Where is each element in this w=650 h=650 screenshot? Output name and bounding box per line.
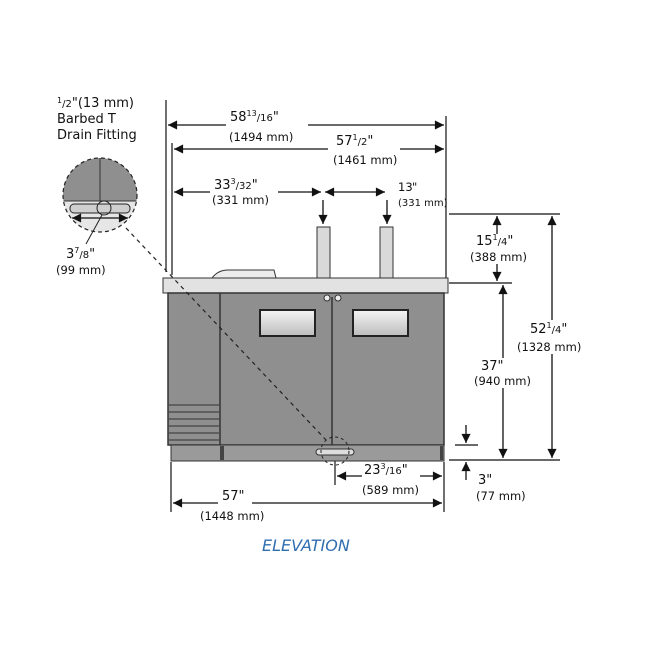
drain-label-line2: Barbed T bbox=[57, 112, 116, 127]
svg-text:571/2": 571/2" bbox=[336, 133, 373, 149]
drain-label-line3: Drain Fitting bbox=[57, 128, 137, 143]
dimension-counter-height: 37" (940 mm) bbox=[472, 284, 536, 459]
dimension-overall-width: 5813/16" (1494 mm) bbox=[168, 109, 445, 144]
view-title: ELEVATION bbox=[262, 536, 350, 555]
svg-text:(1328 mm): (1328 mm) bbox=[517, 340, 581, 354]
svg-text:5813/16": 5813/16" bbox=[230, 109, 279, 125]
dimension-top-width: 571/2" (1461 mm) bbox=[174, 133, 445, 167]
svg-text:37": 37" bbox=[481, 359, 504, 374]
dimension-cabinet-width: 57" (1448 mm) bbox=[173, 489, 443, 523]
svg-text:(589 mm): (589 mm) bbox=[362, 483, 419, 497]
svg-text:233/16": 233/16" bbox=[364, 462, 408, 478]
svg-text:": " bbox=[412, 180, 417, 194]
dimension-base-height: 3" (77 mm) bbox=[455, 425, 526, 503]
svg-text:333/32": 333/32" bbox=[214, 177, 258, 193]
extension-lines bbox=[165, 100, 560, 512]
drain-width-label: 37/8" bbox=[66, 246, 95, 262]
svg-text:57": 57" bbox=[222, 489, 245, 504]
svg-text:(1461 mm): (1461 mm) bbox=[333, 153, 397, 167]
detail-leader bbox=[125, 227, 327, 441]
dimension-overall-height: 521/4" (1328 mm) bbox=[515, 216, 591, 459]
svg-text:(1448 mm): (1448 mm) bbox=[200, 509, 264, 523]
svg-text:(77 mm): (77 mm) bbox=[476, 489, 526, 503]
svg-text:(1494 mm): (1494 mm) bbox=[229, 130, 293, 144]
dimension-tap-offset: 333/32" (331 mm) bbox=[174, 177, 322, 207]
svg-text:521/4": 521/4" bbox=[530, 321, 567, 337]
svg-text:(331 mm): (331 mm) bbox=[212, 193, 269, 207]
svg-text:13: 13 bbox=[398, 180, 413, 194]
dimension-tower-height: 151/4" (388 mm) bbox=[470, 216, 532, 282]
dimension-tap-spacing: 13 " (331 mm) bbox=[324, 180, 448, 209]
svg-text:(940 mm): (940 mm) bbox=[474, 374, 531, 388]
svg-text:151/4": 151/4" bbox=[476, 233, 513, 249]
dimension-drain-offset: 233/16" (589 mm) bbox=[336, 462, 443, 497]
svg-text:(99 mm): (99 mm) bbox=[56, 263, 106, 277]
beer-towers bbox=[316, 200, 394, 281]
svg-text:(388 mm): (388 mm) bbox=[470, 250, 527, 264]
bar-unit bbox=[162, 269, 449, 466]
svg-text:3": 3" bbox=[478, 473, 492, 488]
svg-text:(331 mm): (331 mm) bbox=[398, 198, 448, 209]
svg-text:1/2"(13 mm): 1/2"(13 mm) bbox=[57, 96, 134, 111]
